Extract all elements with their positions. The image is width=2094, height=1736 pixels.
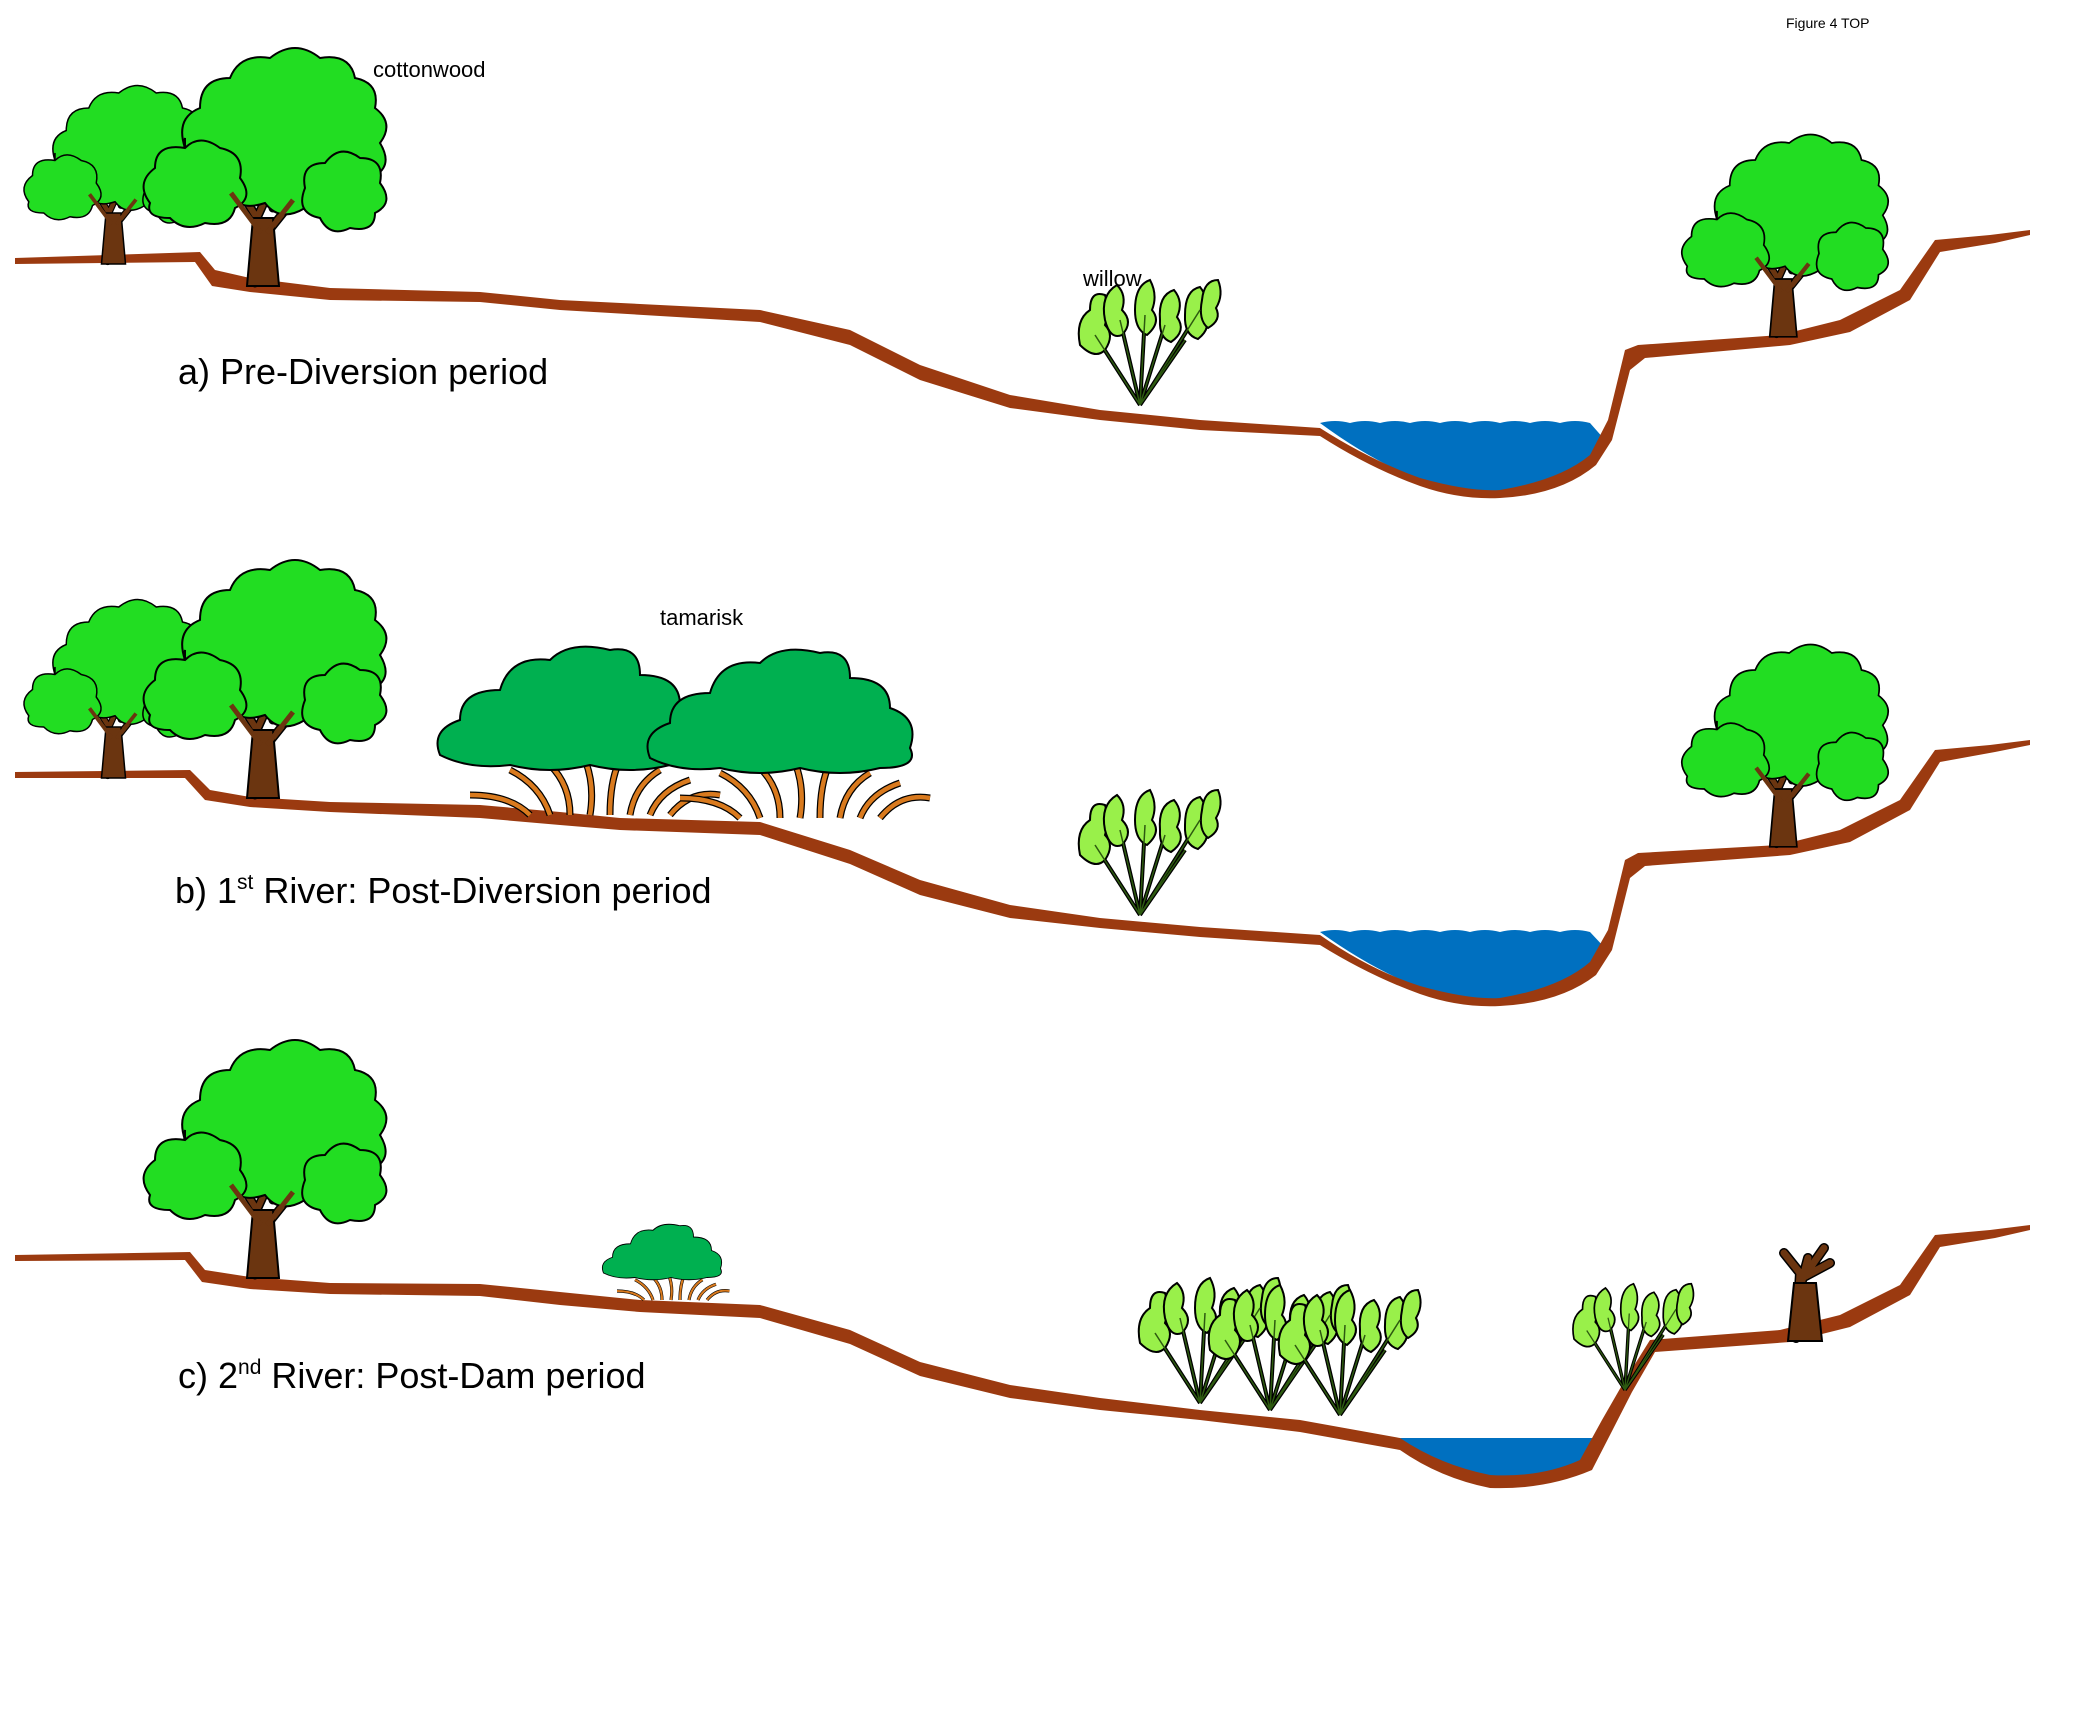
tamarisk-shrub-b2 <box>648 650 931 818</box>
water-channel-b <box>1320 930 1605 1000</box>
cottonwood-label: cottonwood <box>373 57 486 82</box>
cottonwood-tree-b3 <box>1682 645 1888 847</box>
willow-shrub-a <box>1076 278 1223 407</box>
panel-b: tamarisk b) 1st River: Post-Diversion pe… <box>15 560 2030 1007</box>
willow-shrub-c4 <box>1571 1282 1696 1392</box>
ground-profile-c <box>15 1225 2030 1489</box>
tamarisk-label: tamarisk <box>660 605 744 630</box>
tamarisk-shrub-c <box>600 1222 732 1302</box>
water-channel-a <box>1320 421 1605 495</box>
cottonwood-tree-a2 <box>144 48 387 286</box>
figure-label: Figure 4 TOP <box>1786 15 1870 31</box>
willow-label: willow <box>1082 266 1142 291</box>
ground-profile-b <box>15 740 2030 1007</box>
panel-c-title: c) 2nd River: Post-Dam period <box>178 1355 646 1396</box>
ground-profile-a <box>15 230 2030 499</box>
willow-shrub-c3 <box>1276 1288 1423 1417</box>
panel-c: c) 2nd River: Post-Dam period <box>15 1040 2030 1489</box>
willow-shrub-b <box>1076 788 1223 917</box>
cottonwood-tree-c <box>144 1040 387 1278</box>
panel-b-title: b) 1st River: Post-Diversion period <box>175 870 712 911</box>
cottonwood-tree-b2 <box>144 560 387 798</box>
cottonwood-tree-a3 <box>1682 135 1888 337</box>
panel-a-title: a) Pre-Diversion period <box>178 351 548 392</box>
panel-a: cottonwood willow a) Pre-Diversion perio… <box>15 48 2030 499</box>
